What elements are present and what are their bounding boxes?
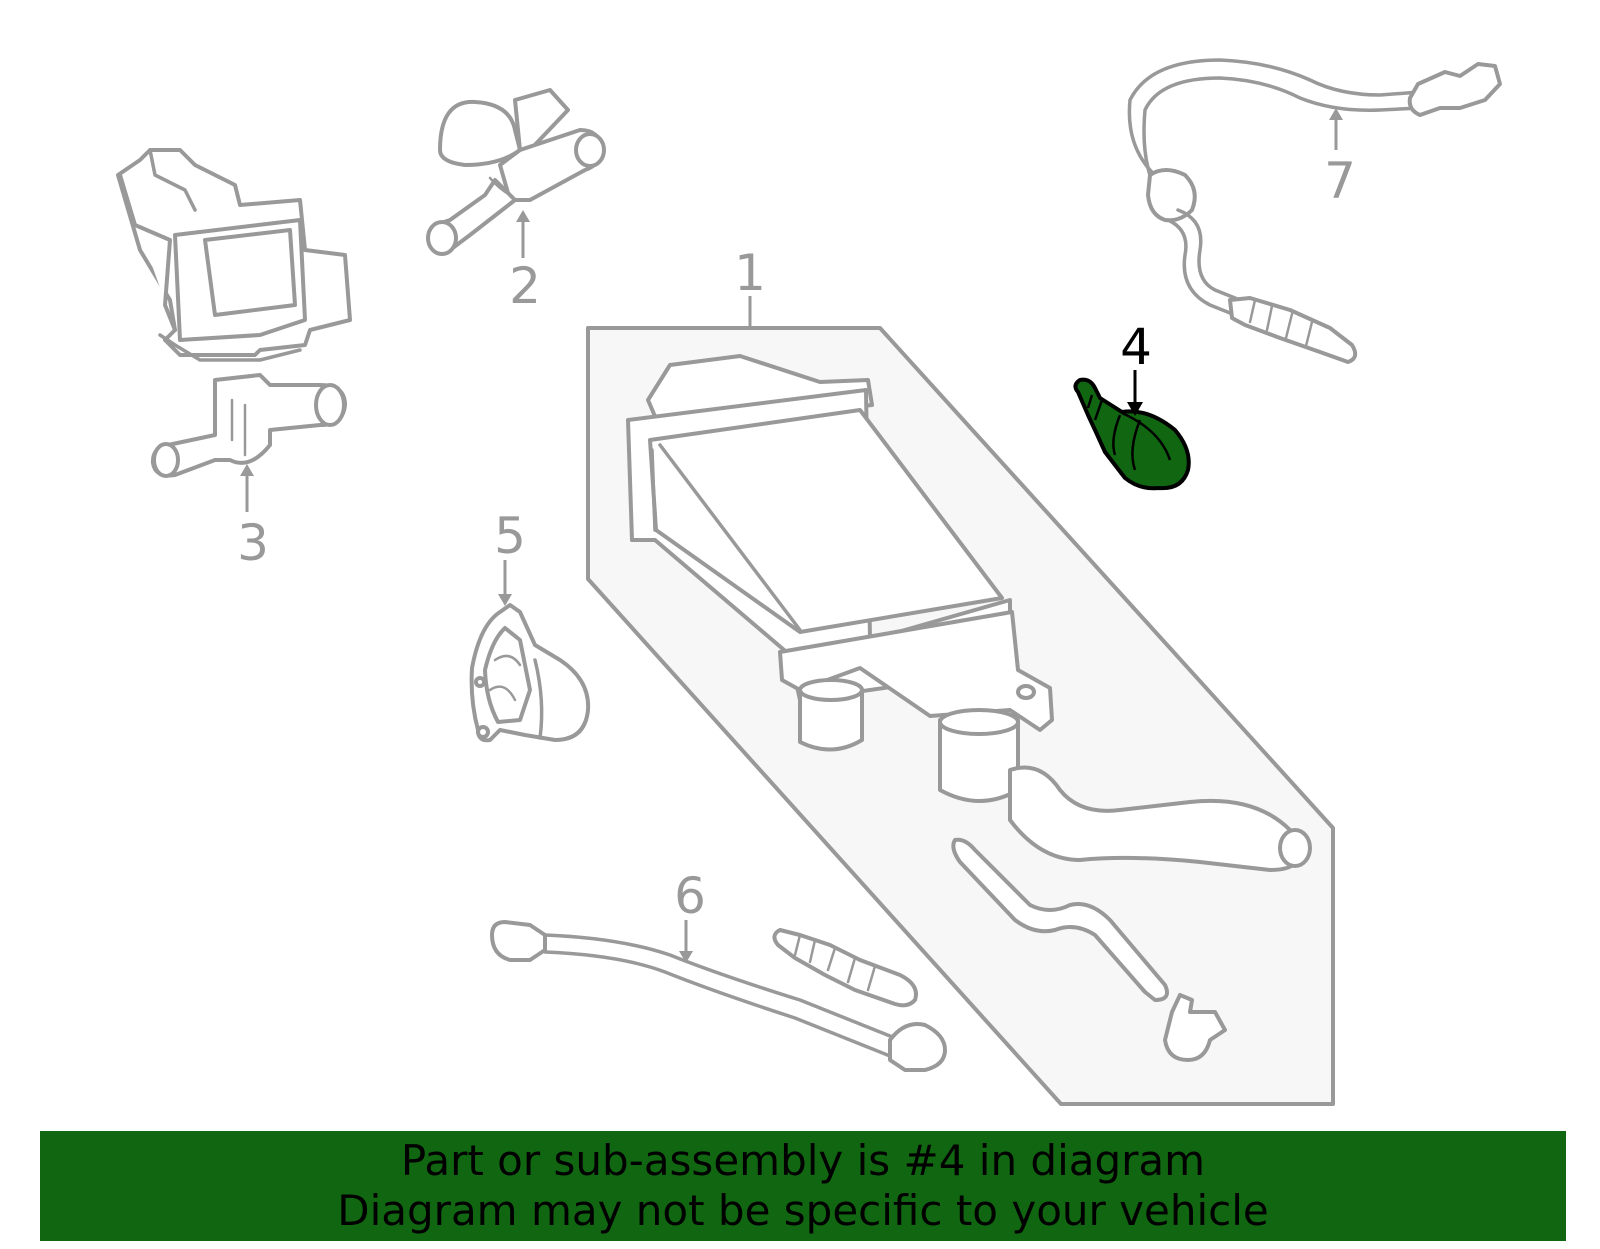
part-2-valve[interactable] [426,88,606,256]
callout-6-label: 6 [674,867,706,925]
callout-1-label: 1 [734,244,766,302]
part-7-oxygen-sensor[interactable] [1127,58,1502,364]
callout-1: 1 [734,244,766,328]
part-3-purge-valve[interactable] [116,148,352,478]
part-6-oxygen-sensor[interactable] [490,920,947,1072]
callout-3-label: 3 [237,514,269,572]
callout-2: 2 [509,210,541,315]
callout-3: 3 [237,464,269,572]
part-1-canister-assembly[interactable] [586,326,1335,1106]
callout-6: 6 [674,867,706,963]
part-5-housing[interactable] [469,603,591,743]
banner-line-disclaimer: Diagram may not be specific to your vehi… [337,1186,1269,1235]
callout-5-label: 5 [494,507,526,565]
callout-4-label: 4 [1120,318,1152,376]
callout-2-label: 2 [509,257,541,315]
banner-line-part: Part or sub-assembly is #4 in diagram [400,1136,1206,1185]
callout-7: 7 [1324,108,1356,210]
part-4-selected-part[interactable] [1073,377,1191,491]
callout-7-label: 7 [1324,152,1356,210]
callout-5: 5 [494,507,526,606]
callout-4: 4 [1120,318,1152,416]
info-banner: Part or sub-assembly is #4 in diagram Di… [40,1131,1566,1241]
parts-diagram: 1 2 3 4 5 6 7 [116,58,1502,1106]
